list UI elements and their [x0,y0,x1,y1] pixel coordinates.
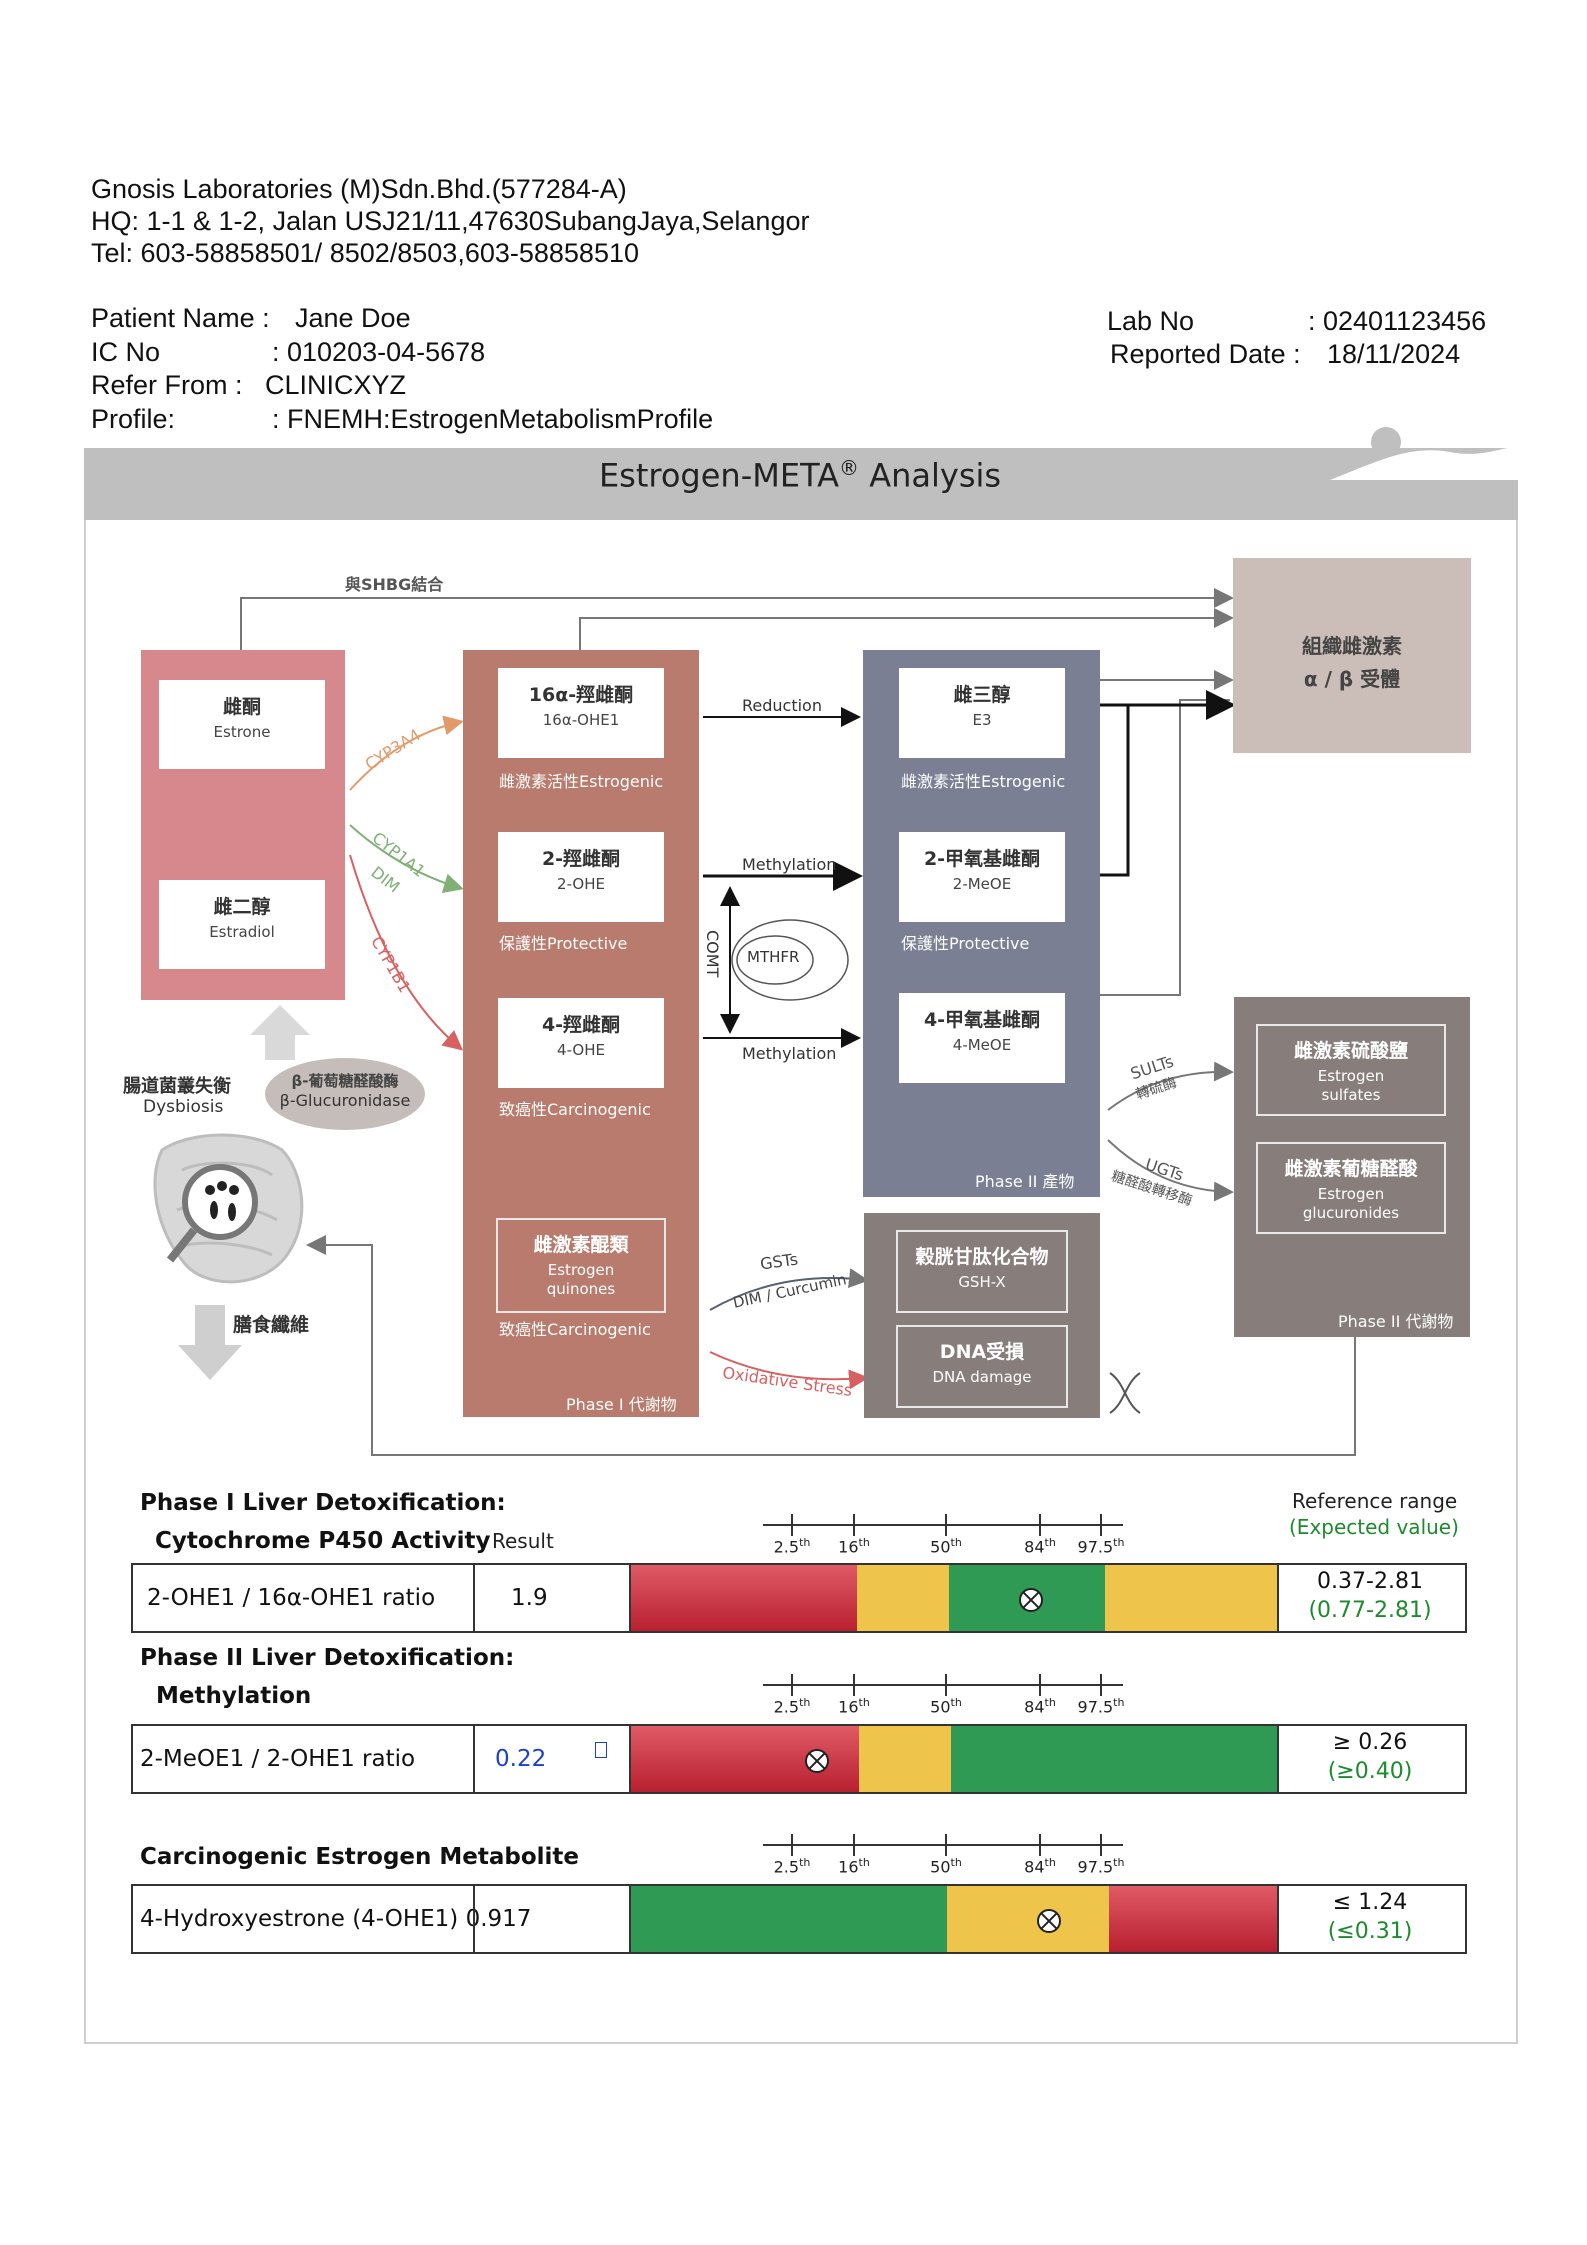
section1-subtitle: Cytochrome P450 Activity [155,1528,491,1554]
reported-date-value: 18/11/2024 [1327,339,1461,369]
ohe2-caption: 保護性Protective [499,934,628,953]
result-value: 0.22 [495,1746,547,1772]
lab-no-value: : 02401123456 [1308,306,1487,336]
section2-title: Phase II Liver Detoxification: [140,1645,515,1671]
reference-header: Reference range [1292,1489,1458,1513]
methylation-label-2: Methylation [742,1044,837,1063]
flag-icon [595,1742,607,1758]
result-row-1: 2-OHE1 / 16α-OHE1 ratio 1.9 0.37-2.81 (0… [131,1563,1467,1633]
receptor-panel: 組織雌激素 α / β 受體 [1233,558,1471,753]
methylation-label: Methylation [742,855,837,874]
banner-swoosh-icon [1330,427,1520,480]
receptor-label-1: 組織雌激素 [1302,634,1402,658]
reported-date-label: Reported Date : [1110,339,1301,369]
lab-phone: Tel: 603-58858501/ 8502/8503,603-5885851… [91,238,639,268]
section1-title: Phase I Liver Detoxification: [140,1490,506,1516]
ic-value: : 010203-04-5678 [272,337,486,367]
test-name: 2-OHE1 / 16α-OHE1 ratio [147,1585,436,1611]
phase2-metabolites-panel [1234,997,1470,1337]
phase2b-caption: Phase II 代謝物 [1338,1312,1454,1331]
ohe4-caption: 致癌性Carcinogenic [499,1100,651,1119]
quinones-caption: 致癌性Carcinogenic [499,1320,651,1339]
profile-value: : FNEMH:EstrogenMetabolismProfile [272,404,714,434]
section2-subtitle: Methylation [156,1683,312,1709]
test-name: 4-Hydroxyestrone (4-OHE1) 0.917 [140,1906,532,1932]
refer-value: CLINICXYZ [265,370,407,400]
percentile-scale-3: 2.5th 16th 50th 84th 97.5th [763,1832,1143,1876]
reference-range: 0.37-2.81 (0.77-2.81) [1308,1569,1432,1623]
dysbiosis-en-label: Dysbiosis [143,1097,224,1117]
title-banner [84,448,1518,520]
gsh-dna-panel [864,1213,1100,1418]
intestine-icon [153,1133,304,1284]
receptor-label-2: α / β 受體 [1303,667,1401,691]
mthfr-label: MTHFR [747,948,800,966]
refer-label: Refer From : [91,370,243,400]
e3-caption: 雌激素活性Estrogenic [901,772,1066,791]
result-row-3: 4-Hydroxyestrone (4-OHE1) 0.917 ≤ 1.24 (… [131,1884,1467,1954]
ic-label: IC No [91,337,161,367]
result-value: 1.9 [511,1585,548,1611]
percentile-scale-2: 2.5th 16th 50th 84th 97.5th [763,1672,1143,1716]
dna-helix-icon [1109,1372,1141,1414]
meoe2-caption: 保護性Protective [901,934,1030,953]
patient-name-value: Jane Doe [295,303,411,333]
lab-address: HQ: 1-1 & 1-2, Jalan USJ21/11,47630Suban… [91,206,810,236]
reference-range: ≤ 1.24 (≤0.31) [1327,1890,1413,1944]
percentile-scale: 2.5th 16th 50th 84th 97.5th [763,1512,1143,1556]
test-name: 2-MeOE1 / 2-OHE1 ratio [140,1746,416,1772]
banner-title: Estrogen-META® Analysis [598,456,1002,495]
profile-label: Profile: [91,404,176,434]
phase2-caption: Phase II 產物 [975,1172,1075,1191]
patient-name-label: Patient Name : [91,303,270,333]
section3-title: Carcinogenic Estrogen Metabolite [140,1844,580,1870]
ohe16-caption: 雌激素活性Estrogenic [499,772,664,791]
lab-name: Gnosis Laboratories (M)Sdn.Bhd.(577284-A… [91,174,627,204]
dysbiosis-zh-label: 腸道菌叢失衡 [123,1076,231,1097]
lab-no-label: Lab No [1107,306,1195,336]
reference-range: ≥ 0.26 (≥0.40) [1327,1730,1413,1784]
shbg-label: 與SHBG結合 [345,575,444,594]
result-marker-icon [805,1749,829,1773]
glucuronidase-badge: β-葡萄糖醛酸酶 β-Glucuronidase [265,1058,425,1130]
phase1-caption: Phase I 代謝物 [566,1395,677,1414]
result-header: Result [492,1529,554,1553]
result-marker-icon [1019,1588,1043,1612]
result-marker-icon [1037,1909,1061,1933]
comt-label: COMT [703,930,722,978]
result-row-2: 2-MeOE1 / 2-OHE1 ratio 0.22 ≥ 0.26 (≥0.4… [131,1724,1467,1794]
reduction-label: Reduction [742,696,822,715]
dietary-fiber-label: 膳食纖維 [233,1314,310,1336]
expected-header: (Expected value) [1289,1515,1459,1539]
